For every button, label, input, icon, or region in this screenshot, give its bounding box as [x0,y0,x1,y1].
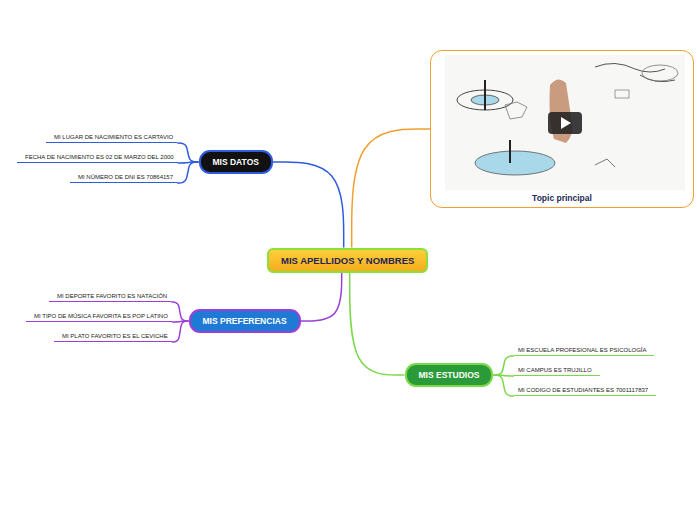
image-topic: Topic principal [430,50,694,208]
sketch-pole [509,140,511,163]
central-topic: MIS APELLIDOS Y NOMBRES [267,248,428,273]
topic-text: MIS APELLIDOS Y NOMBRES [281,255,414,266]
topic-text: MI TIPO DE MÚSICA FAVORITA ES POP LATINO [34,313,168,319]
topic-text: MI CODIGO DE ESTUDIANTES ES 7001117837 [518,387,648,393]
branch-connector [350,273,405,376]
topic-text: MI LUGAR DE NACIMIENTO ES CARTAVIO [54,134,173,140]
leaf-topic: MI CODIGO DE ESTUDIANTES ES 7001117837 [514,387,656,396]
branch-connector [177,143,198,162]
topic-text: MI DEPORTE FAVORITO ES NATACIÓN [57,293,167,299]
sketch-line [595,159,615,167]
branch-connector [177,162,198,183]
branch-connector [493,375,514,396]
leaf-topic: FECHA DE NACIMIENTO ES 02 DE MARZO DEL 2… [17,154,178,163]
topic-text: Topic principal [532,193,592,203]
branch-connector [172,321,189,342]
sketch-water [475,151,555,175]
topic-text: MI NÚMERO DE DNI ES 70864157 [78,174,173,180]
leaf-topic: MI TIPO DE MÚSICA FAVORITA ES POP LATINO [26,313,172,322]
leaf-topic: MI ESCUELA PROFESIONAL ES PSICOLOGÍA [514,347,654,356]
video-thumbnail [445,55,685,190]
topic-text: MI CAMPUS ES TRUJILLO [518,367,592,373]
branch-topic: MIS ESTUDIOS [405,363,494,387]
topic-text: MIS DATOS [213,157,259,167]
topic-text: MIS PREFERENCIAS [203,316,287,326]
branch-connector [352,129,430,248]
topic-text: FECHA DE NACIMIENTO ES 02 DE MARZO DEL 2… [25,154,174,160]
leaf-topic: MI LUGAR DE NACIMIENTO ES CARTAVIO [46,134,177,143]
branch-topic: MIS PREFERENCIAS [189,309,301,333]
topic-text: MI PLATO FAVORITO ES EL CEVICHE [62,333,168,339]
branch-connector [273,162,344,248]
leaf-topic: MI DEPORTE FAVORITO ES NATACIÓN [49,293,171,302]
topic-text: MIS ESTUDIOS [419,370,480,380]
branch-topic: MIS DATOS [199,150,273,174]
topic-text: MI ESCUELA PROFESIONAL ES PSICOLOGÍA [518,347,646,353]
sketch-line [595,63,665,72]
sketch-ellipse [642,65,678,81]
branch-connector [493,356,514,375]
play-button [548,112,582,134]
leaf-topic: MI PLATO FAVORITO ES EL CEVICHE [54,333,172,342]
video-frame [445,55,685,190]
branch-connector [301,273,342,322]
play-icon [561,117,571,129]
branch-connector [171,302,188,321]
leaf-topic: MI CAMPUS ES TRUJILLO [514,367,600,376]
sketch-box [615,90,629,98]
sketch-shape [505,102,527,119]
leaf-topic: MI NÚMERO DE DNI ES 70864157 [70,174,177,183]
sketch-pole [484,80,486,110]
